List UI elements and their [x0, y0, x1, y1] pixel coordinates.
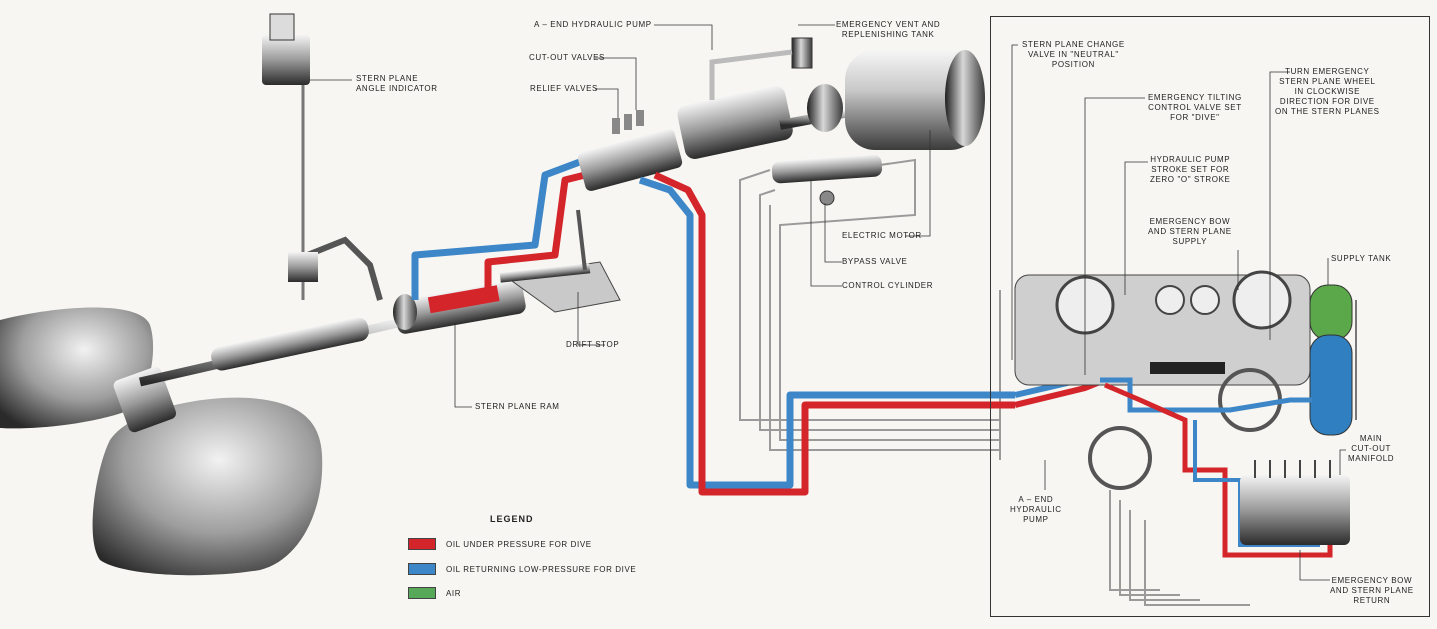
- label-stern-plane-ram: STERN PLANE RAM: [475, 402, 560, 411]
- valve-block: [577, 129, 683, 191]
- emergency-vent-tank: [791, 37, 813, 69]
- label-drift-stop: DRIFT STOP: [566, 340, 620, 349]
- gauge-2: [1155, 285, 1185, 315]
- main-cutout-manifold-body: [1240, 475, 1350, 545]
- legend-label-returning: OIL RETURNING LOW-PRESSURE FOR DIVE: [446, 565, 637, 574]
- stern-plane-upper: [0, 307, 154, 429]
- stern-plane-lower: [92, 397, 323, 576]
- label-stern-plane-change-valve: STERN PLANE CHANGE VALVE IN "NEUTRAL" PO…: [1022, 40, 1125, 69]
- label-supply-tank: SUPPLY TANK: [1331, 254, 1392, 263]
- indicator-gear-box: [288, 252, 318, 282]
- legend-label-pressure: OIL UNDER PRESSURE FOR DIVE: [446, 540, 592, 549]
- blue-line-to-ram: [411, 156, 587, 300]
- legend-swatch-air: [408, 587, 436, 599]
- bypass-valve-wheel: [819, 190, 835, 206]
- relief-valves: [612, 110, 644, 134]
- leader-lines: [310, 24, 1346, 581]
- legend-label-air: AIR: [446, 589, 462, 598]
- stern-plane-angle-indicator-device: [262, 35, 310, 85]
- electric-motor-end: [945, 50, 985, 146]
- label-relief-valves: RELIEF VALVES: [530, 84, 598, 93]
- blue-main-return-line: [638, 176, 1015, 489]
- coupling: [807, 84, 843, 132]
- control-cylinder: [771, 154, 883, 184]
- label-stern-plane-angle-indicator: STERN PLANE ANGLE INDICATOR: [356, 74, 438, 93]
- label-emergency-tilting: EMERGENCY TILTING CONTROL VALVE SET FOR …: [1148, 93, 1242, 122]
- label-emergency-bow-return: EMERGENCY BOW AND STERN PLANE RETURN: [1330, 576, 1414, 605]
- a-end-hydraulic-pump-unit: [677, 86, 793, 159]
- label-hydraulic-pump-stroke: HYDRAULIC PUMP STROKE SET FOR ZERO "O" S…: [1150, 155, 1231, 184]
- label-control-cylinder: CONTROL CYLINDER: [842, 281, 934, 290]
- a-end-pump-wheel: [1088, 426, 1152, 490]
- legend-swatch-returning: [408, 563, 436, 575]
- control-label-plate: [1150, 362, 1225, 374]
- red-line-to-ram: [484, 166, 606, 300]
- ram-end-cap: [393, 294, 417, 330]
- linkage-cylinder: [211, 317, 369, 371]
- label-emergency-bow-supply: EMERGENCY BOW AND STERN PLANE SUPPLY: [1148, 217, 1232, 246]
- electric-motor-body: [845, 50, 980, 150]
- label-bypass-valve: BYPASS VALVE: [842, 257, 908, 266]
- label-emergency-vent: EMERGENCY VENT AND REPLENISHING TANK: [836, 20, 941, 39]
- gauge-4: [1232, 270, 1292, 330]
- indicator-face: [269, 13, 295, 41]
- white-piping: [739, 158, 1001, 460]
- gauge-3: [1190, 285, 1220, 315]
- legend-title: LEGEND: [490, 514, 534, 524]
- blue-box-run: [1100, 377, 1312, 413]
- label-turn-emergency: TURN EMERGENCY STERN PLANE WHEEL IN CLOC…: [1275, 67, 1380, 116]
- label-cut-out-valves: CUT-OUT VALVES: [529, 53, 605, 62]
- manifold-exit-pipes: [1109, 490, 1250, 606]
- supply-tank-oil-section: [1309, 334, 1353, 436]
- stern-plane-tiller: [113, 366, 177, 433]
- red-box-run: [1104, 382, 1333, 558]
- label-electric-motor: ELECTRIC MOTOR: [842, 231, 922, 240]
- label-a-end-hydraulic-pump-top: A – END HYDRAULIC PUMP: [534, 20, 652, 29]
- drift-stop-rod: [576, 209, 587, 271]
- control-station-box: [990, 16, 1430, 617]
- manifold-valves: [1254, 460, 1331, 478]
- drift-stop-rack: [499, 263, 591, 283]
- indicator-linkage: [293, 236, 383, 301]
- label-a-end-hydraulic-pump-bottom: A – END HYDRAULIC PUMP: [1010, 495, 1062, 524]
- label-main-cutout-manifold: MAIN CUT-OUT MANIFOLD: [1348, 434, 1395, 463]
- stern-plane-ram-pressure-section: [427, 285, 500, 314]
- legend-swatch-pressure: [408, 538, 436, 550]
- red-main-pressure-line: [653, 171, 1015, 496]
- vent-piping: [709, 49, 793, 100]
